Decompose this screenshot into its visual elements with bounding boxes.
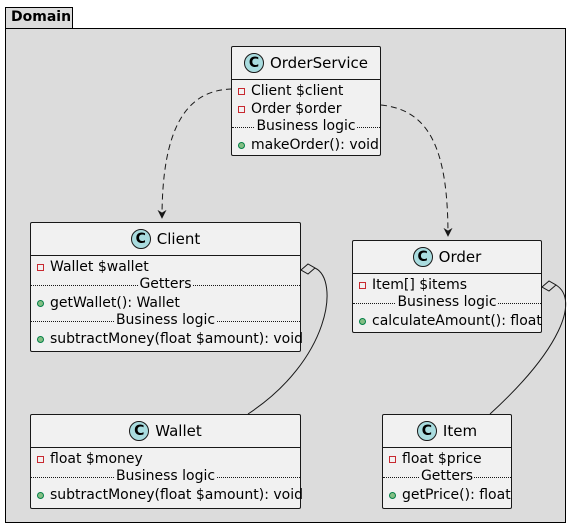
aggregation-order-item (489, 280, 567, 415)
method-row: getPrice(): float (383, 486, 511, 504)
section-separator: Business logic (232, 118, 380, 136)
section-separator: Getters (383, 468, 511, 486)
method-row: subtractMoney(float $amount): void (31, 486, 303, 504)
class-header: C Wallet (31, 415, 300, 448)
section-separator: Getters (31, 276, 300, 294)
method-row: subtractMoney(float $amount): void (31, 330, 303, 348)
field-row: Client $client (232, 82, 380, 100)
method-row: makeOrder(): void (232, 136, 380, 154)
public-method-icon (37, 299, 44, 307)
aggregation-client-wallet (247, 263, 328, 415)
class-client: C Client Wallet $wallet Getters getWalle… (30, 222, 303, 352)
method-row: calculateAmount(): float (353, 312, 542, 330)
class-name: Order (438, 248, 482, 266)
field-row: Wallet $wallet (31, 258, 300, 276)
section-separator: Business logic (353, 294, 541, 312)
class-header: C Client (31, 223, 300, 256)
class-stereotype-icon: C (412, 247, 433, 267)
method-row: getWallet(): Wallet (31, 294, 300, 312)
private-field-icon (389, 455, 396, 463)
package-tab: Domain (5, 7, 73, 29)
field-row: float $money (31, 450, 300, 468)
class-name: Wallet (155, 422, 202, 440)
class-name: OrderService (269, 54, 369, 72)
dependency-orderservice-order (380, 104, 453, 237)
public-method-icon (389, 491, 396, 499)
class-orderservice: C OrderService Client $client Order $ord… (231, 46, 381, 156)
class-stereotype-icon: C (243, 53, 264, 73)
class-name: Client (156, 230, 201, 248)
section-separator: Business logic (31, 468, 300, 486)
class-name: Item (442, 422, 478, 440)
field-row: float $price (383, 450, 511, 468)
private-field-icon (37, 455, 44, 463)
class-stereotype-icon: C (416, 421, 437, 441)
private-field-icon (238, 105, 245, 113)
package-name: Domain (11, 9, 72, 25)
class-header: C Order (353, 241, 541, 274)
private-field-icon (359, 281, 366, 289)
class-header: C Item (383, 415, 511, 448)
class-order: C Order Item[] $items Business logic cal… (352, 240, 542, 333)
class-wallet: C Wallet float $money Business logic sub… (30, 414, 303, 509)
field-row: Order $order (232, 100, 380, 118)
public-method-icon (37, 491, 44, 499)
dependency-orderservice-client (157, 88, 233, 219)
class-stereotype-icon: C (129, 421, 150, 441)
private-field-icon (37, 263, 44, 271)
class-stereotype-icon: C (130, 229, 151, 249)
public-method-icon (37, 335, 44, 343)
private-field-icon (238, 87, 245, 95)
public-method-icon (359, 317, 366, 325)
class-header: C OrderService (232, 47, 380, 80)
public-method-icon (238, 141, 245, 149)
field-row: Item[] $items (353, 276, 541, 294)
class-item: C Item float $price Getters getPrice(): … (382, 414, 512, 509)
section-separator: Business logic (31, 312, 300, 330)
